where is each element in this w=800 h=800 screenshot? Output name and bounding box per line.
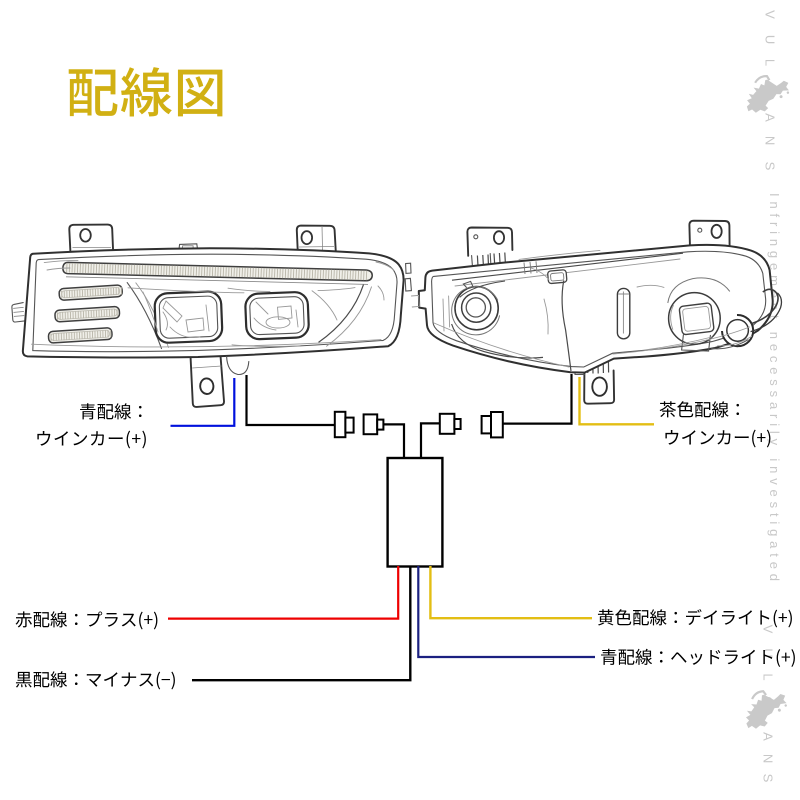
svg-text:A: A (763, 113, 778, 122)
svg-text:L: L (763, 59, 778, 66)
svg-text:S: S (763, 162, 778, 171)
svg-text:N: N (761, 754, 776, 763)
svg-text:V: V (763, 10, 778, 19)
svg-text:L: L (761, 673, 776, 680)
svg-text:N: N (763, 136, 778, 145)
svg-text:V: V (761, 625, 776, 634)
svg-text:U: U (761, 648, 776, 657)
svg-text:U: U (763, 35, 778, 44)
svg-text:A: A (761, 732, 776, 741)
svg-text:S: S (761, 774, 776, 783)
svg-text:Infringement necessarily inves: Infringement necessarily investigated (767, 193, 782, 581)
